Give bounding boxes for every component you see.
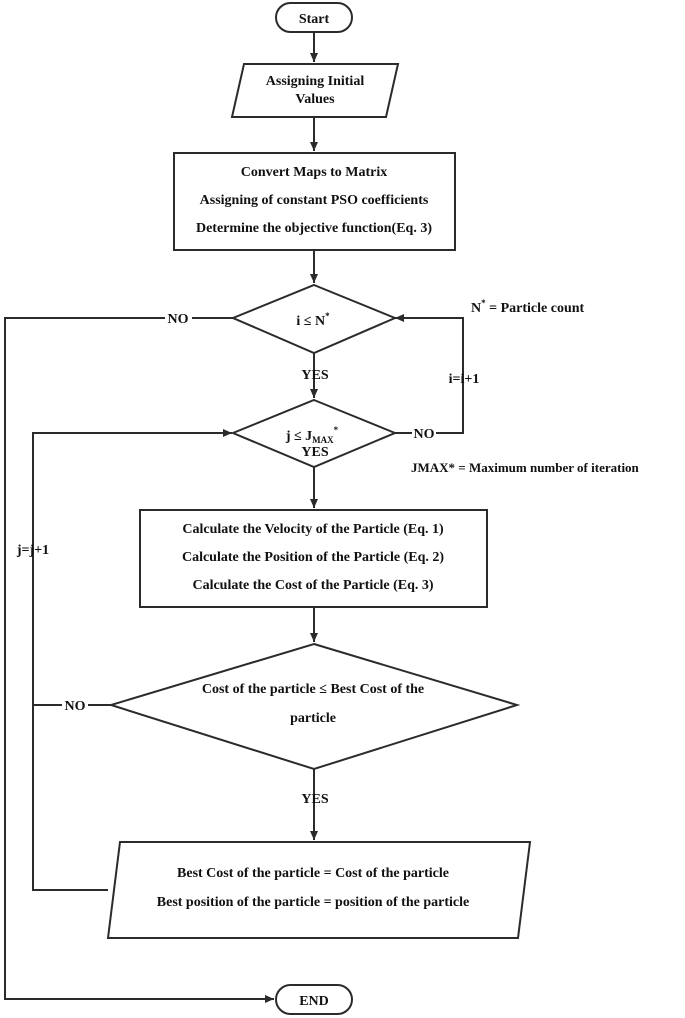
init-label-line2: Values	[295, 92, 335, 107]
setup-line1: Convert Maps to Matrix	[241, 165, 388, 180]
label-no-cost: NO	[65, 699, 86, 714]
cost-decision: Cost of the particle ≤ Best Cost of the …	[107, 642, 521, 771]
note-n-rest: = Particle count	[486, 301, 585, 316]
edge-cond-i-no-to-end	[4, 317, 274, 1003]
edge-update-loop-to-cond-j	[32, 429, 232, 891]
label-j-increment: j=j+1	[16, 543, 49, 558]
note-jmax-definition: JMAX* = Maximum number of iteration	[411, 460, 640, 475]
cond-j-decision: j ≤ JMAX*	[230, 398, 398, 469]
update-line2: Best position of the particle = position…	[157, 895, 469, 910]
cond-j-label: j ≤ JMAX*	[285, 425, 339, 445]
calc-line1: Calculate the Velocity of the Particle (…	[182, 522, 444, 537]
setup-line3: Determine the objective function(Eq. 3)	[196, 221, 432, 236]
cond-i-decision: i ≤ N*	[230, 283, 398, 355]
cond-i-sup: *	[325, 311, 330, 321]
cost-cond-line1: Cost of the particle ≤ Best Cost of the	[202, 682, 424, 697]
setup-line2: Assigning of constant PSO coefficients	[200, 193, 429, 208]
calc-line3: Calculate the Cost of the Particle (Eq. …	[192, 578, 433, 593]
cond-j-text: j ≤ J	[285, 429, 312, 444]
note-n-definition: N* = Particle count	[471, 298, 585, 316]
flow-edges	[4, 32, 464, 1003]
cost-cond-line2: particle	[290, 711, 336, 726]
setup-process-node: Convert Maps to Matrix Assigning of cons…	[173, 152, 456, 251]
note-n-symbol: N	[471, 301, 481, 316]
edge-cond-j-no-loop	[395, 314, 464, 434]
calc-line2: Calculate the Position of the Particle (…	[182, 550, 444, 565]
start-node: Start	[275, 2, 353, 33]
start-label: Start	[299, 12, 330, 27]
init-label-line1: Assigning Initial	[266, 74, 365, 89]
label-no-cond-j: NO	[414, 427, 435, 442]
label-yes-cond-j: YES	[301, 445, 328, 460]
label-i-increment: i=i+1	[449, 372, 480, 387]
cond-i-label: i ≤ N*	[296, 311, 330, 329]
update-line1: Best Cost of the particle = Cost of the …	[177, 866, 449, 881]
cond-i-text: i ≤ N	[296, 314, 325, 329]
end-label: END	[299, 994, 329, 1009]
update-best-node: Best Cost of the particle = Cost of the …	[106, 841, 532, 939]
calc-process-node: Calculate the Velocity of the Particle (…	[139, 509, 488, 608]
label-yes-cond-i: YES	[301, 368, 328, 383]
label-yes-cost: YES	[301, 792, 328, 807]
init-values-node: Assigning Initial Values	[230, 63, 400, 118]
label-no-cond-i: NO	[168, 312, 189, 327]
end-node: END	[275, 984, 353, 1015]
cond-j-sub: MAX	[312, 435, 334, 445]
cond-j-sup: *	[334, 425, 339, 435]
note-n-sup: *	[481, 298, 486, 308]
